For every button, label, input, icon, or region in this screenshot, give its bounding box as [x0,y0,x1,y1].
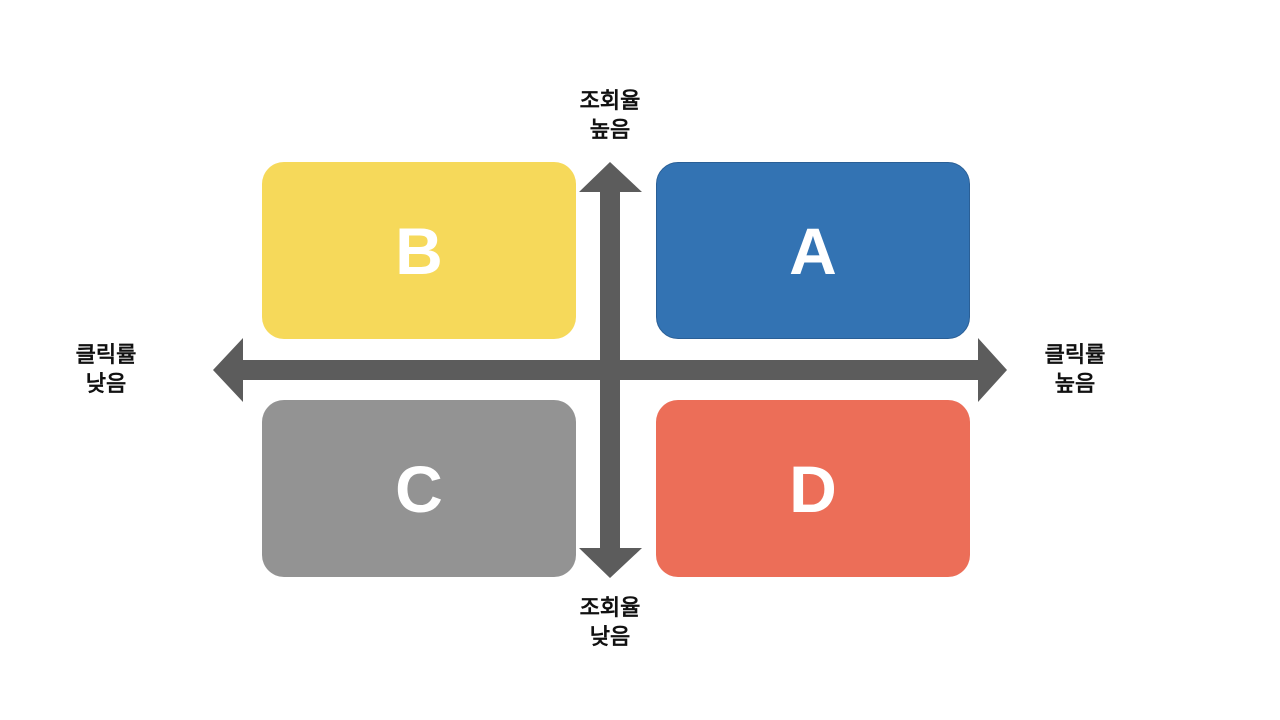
quadrant-a-label: A [789,213,837,288]
quadrant-c-label: C [395,451,443,526]
vertical-axis-arrow [579,162,642,578]
quadrant-b: B [262,162,576,339]
quadrant-c: C [262,400,576,577]
axis-label-bottom-line2: 낮음 [589,625,631,650]
axis-label-left-line2: 낮음 [85,372,127,397]
axis-label-top-line1: 조회율 [579,89,641,114]
axis-label-left: 클릭률 낮음 [46,341,166,399]
axis-label-top-line2: 높음 [589,118,631,143]
axis-label-bottom-line1: 조회율 [579,596,641,621]
axis-label-right-line2: 높음 [1054,372,1096,397]
quadrant-a: A [656,162,970,339]
axis-label-top: 조회율 높음 [550,87,670,145]
axis-label-right-line1: 클릭률 [1044,343,1106,368]
axis-label-right: 클릭률 높음 [1015,341,1135,399]
quadrant-d: D [656,400,970,577]
quadrant-b-label: B [395,213,443,288]
axis-label-left-line1: 클릭률 [75,343,137,368]
axis-label-bottom: 조회율 낮음 [550,594,670,652]
quadrant-d-label: D [789,451,837,526]
